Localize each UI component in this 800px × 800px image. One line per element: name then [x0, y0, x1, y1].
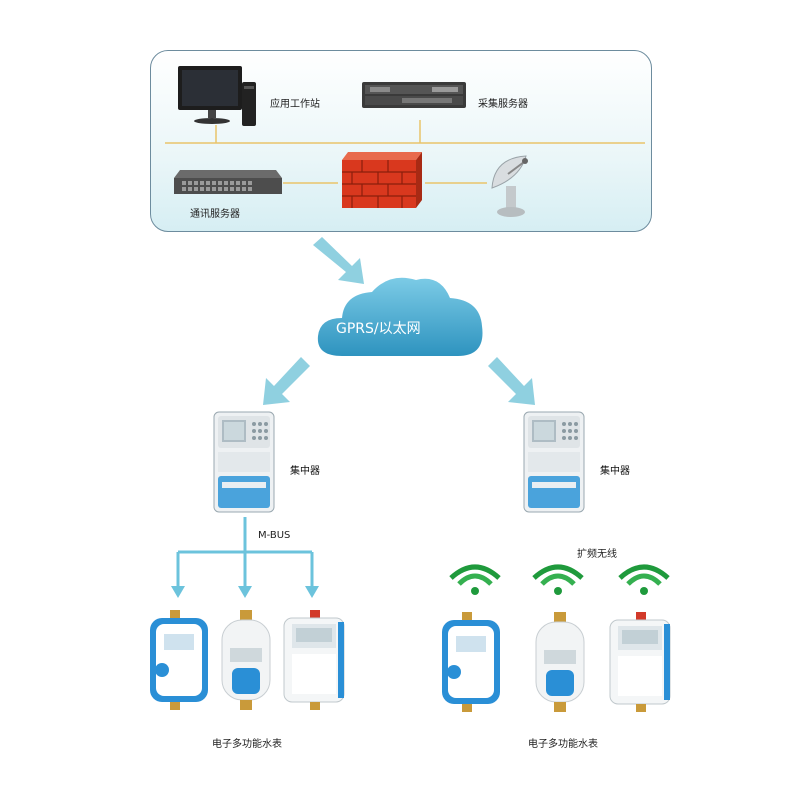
- arrow-panel-to-cloud: [313, 237, 364, 284]
- wifi-signal-icon: [532, 564, 584, 595]
- satellite-dish-icon: [491, 155, 528, 217]
- collection-server-label: 采集服务器: [478, 99, 528, 110]
- concentrator-left-label: 集中器: [290, 466, 320, 477]
- firewall-icon: [342, 152, 422, 208]
- concentrator-right-label: 集中器: [600, 466, 630, 477]
- water-meter-blue-icon: [150, 610, 208, 710]
- water-meter-display-icon: [609, 612, 671, 712]
- comm-server-label: 通讯服务器: [190, 209, 240, 220]
- wifi-signal-icon: [449, 564, 501, 595]
- water-meter-blue-icon: [442, 612, 500, 712]
- water-meter-white-icon: [221, 610, 271, 710]
- mbus-arrow-1: [171, 586, 185, 598]
- mbus-arrow-3: [305, 586, 319, 598]
- mbus-arrow-2: [238, 586, 252, 598]
- mbus-label: M-BUS: [258, 530, 291, 541]
- wireless-label: 扩频无线: [577, 549, 617, 560]
- meters-left-label: 电子多功能水表: [212, 739, 282, 750]
- rack-server-icon: [362, 82, 466, 108]
- mbus-tree: [176, 517, 314, 588]
- network-label: GPRS/以太网: [336, 321, 421, 337]
- switch-icon: [174, 170, 282, 194]
- wifi-signal-icon: [618, 564, 670, 595]
- meters-right-label: 电子多功能水表: [528, 739, 598, 750]
- arrow-cloud-to-left: [263, 357, 310, 405]
- concentrator-left-icon: [213, 411, 275, 513]
- water-meter-display-icon: [283, 610, 345, 710]
- water-meter-white-icon: [535, 612, 585, 712]
- cloud-icon: [317, 277, 483, 356]
- workstation-label: 应用工作站: [270, 99, 320, 110]
- workstation-icon: [178, 66, 256, 126]
- arrow-cloud-to-right: [488, 357, 535, 405]
- concentrator-right-icon: [523, 411, 585, 513]
